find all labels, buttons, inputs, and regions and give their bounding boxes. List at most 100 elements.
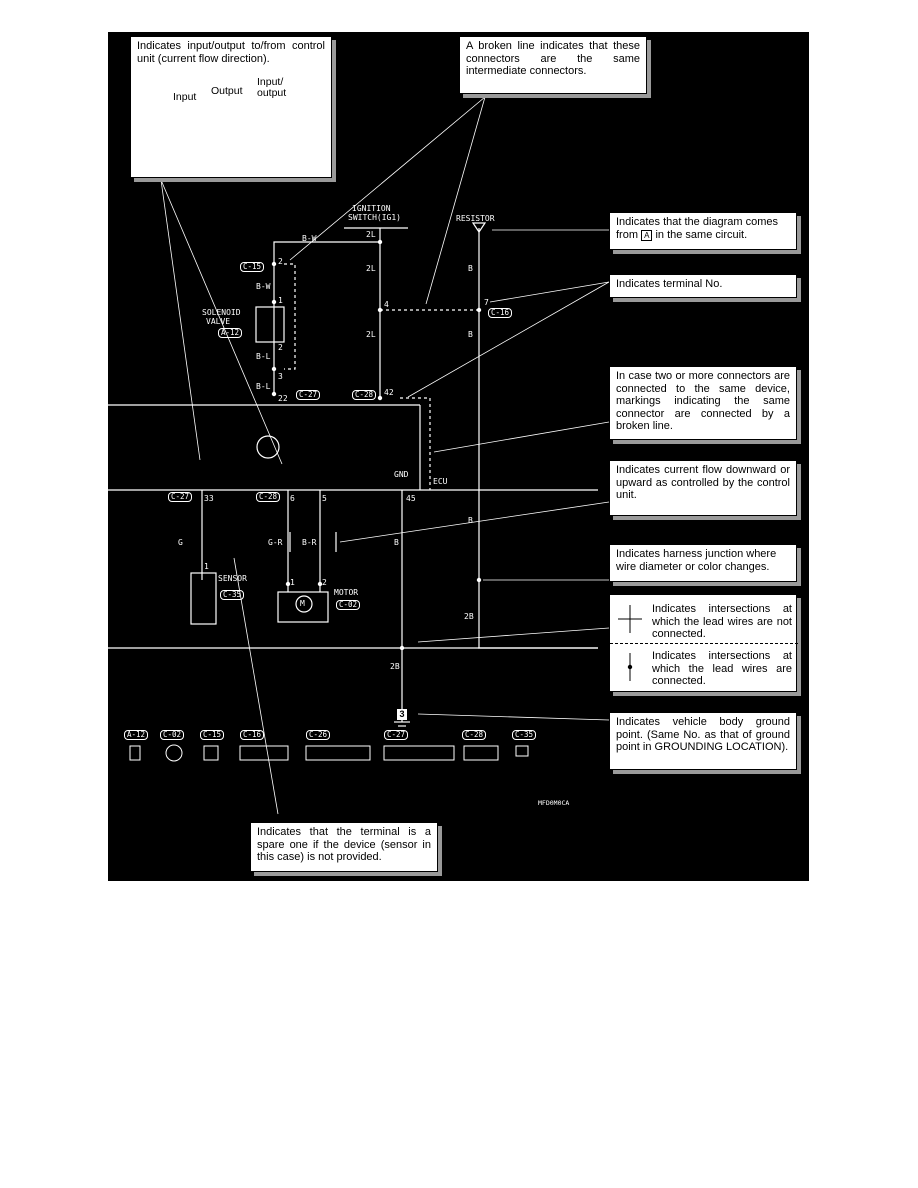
wire-label-bw-top: B-W [302,234,317,243]
callout-intersections: Indicates intersections at which the lea… [609,594,798,692]
terminal-ecu-42: 42 [384,388,394,397]
wire-label-2l-1: 2L [366,230,376,239]
legend-c28: C-28 [462,730,487,740]
intersection-divider [610,643,798,644]
connector-c02: C-02 [336,600,361,610]
callout-io: Indicates input/output to/from control u… [130,36,332,178]
leader-spare [233,557,279,815]
figure-code: MFD0M0CA [538,799,570,807]
dashed-c15 [284,263,296,370]
solenoid-label-2: VALVE [206,317,231,326]
wire-bw [273,241,380,394]
connected-text: Indicates intersections at which the lea… [652,650,792,687]
legend-c27: C-27 [384,730,409,740]
resistor-arrow [471,222,487,234]
terminal-33: 33 [204,494,214,503]
callout-current-flow: Indicates current flow downward or upwar… [609,460,797,516]
wire-label-gr: G-R [268,538,283,547]
terminal-int-7: 7 [484,298,489,307]
terminal-c15-2: 2 [278,257,283,266]
terminal-45: 45 [406,494,416,503]
ignition-label-1: IGNITION [352,204,391,213]
terminal-sol-2: 2 [278,343,283,352]
callout-terminal-no: Indicates terminal No. [609,274,797,298]
wire-label-bw-mid: B-W [256,282,271,291]
wire-label-2l-3: 2L [366,330,376,339]
legend-c16: C-16 [240,730,265,740]
connector-c28-bottom: C-28 [256,492,281,502]
callout-harness-junction: Indicates harness junction where wire di… [609,544,797,582]
legend-c35: C-35 [512,730,537,740]
wiring-lines [108,96,610,815]
terminal-6: 6 [290,494,295,503]
wire-label-bottom-2b: 2B [390,662,400,671]
legend-c15: C-15 [200,730,225,740]
sensor-label: SENSOR [218,574,247,583]
terminal-sensor-1: 1 [204,562,209,571]
callout-ground: Indicates vehicle body ground point. (Sa… [609,712,797,770]
leader-same-connector [433,421,610,453]
comes-from-symbol: A [641,229,653,241]
motor-box [277,591,329,623]
terminal-5: 5 [322,494,327,503]
wire-label-b-1: B [468,264,473,273]
leader-terminal-1 [489,281,610,303]
resistor-label: RESISTOR [456,214,495,223]
wiring-diagram: Indicates input/output to/from control u… [108,32,809,881]
callout-io-text: Indicates input/output to/from control u… [137,40,325,65]
callout-comes-from: Indicates that the diagram comes from A … [609,212,797,250]
legend-a12: A-12 [124,730,149,740]
wire-label-bl-1: B-L [256,352,271,361]
wire-label-br: B-R [302,538,317,547]
leader-intersection [417,627,610,643]
callout-spare: Indicates that the terminal is a spare o… [250,822,438,872]
wire-label-b-3: B [468,516,473,525]
leader-io-1 [160,179,201,461]
ecu-label: ECU [433,477,448,486]
leader-broken-1 [289,96,486,261]
legend-c02: C-02 [160,730,185,740]
leader-terminal-2 [407,281,610,398]
motor-symbol: M [300,599,305,608]
connector-c28-top: C-28 [352,390,377,400]
terminal-c15-3: 3 [278,372,283,381]
connector-a12: A-12 [218,328,243,338]
wire-label-g: G [178,538,183,547]
wire-label-2l-2: 2L [366,264,376,273]
terminal-int-4: 4 [384,300,389,309]
dashed-ecu [400,397,431,490]
solenoid-label-1: SOLENOID [202,308,241,317]
io-inout-label: Input/output [257,76,287,99]
motor-label: MOTOR [334,588,359,597]
connector-c27-bottom: C-27 [168,492,193,502]
motor-circle [295,595,313,613]
leader-io-2 [160,179,283,465]
ground-point-number: 3 [397,709,407,720]
sensor-box [190,572,217,625]
leader-current-flow [339,501,610,543]
terminal-motor-2: 2 [322,578,327,587]
terminal-sol-1: 1 [278,296,283,305]
leader-broken-2 [425,96,486,305]
wire-label-bl-2: B-L [256,382,271,391]
callout-same-connector: In case two or more connectors are conne… [609,366,797,440]
leader-ground [417,713,610,721]
ignition-label-2: SWITCH(IG1) [348,213,401,222]
io-input-label: Input [173,91,197,103]
terminal-motor-1: 1 [290,578,295,587]
connector-c15: C-15 [240,262,265,272]
legend-c26: C-26 [306,730,331,740]
connector-c35: C-35 [220,590,245,600]
not-connected-text: Indicates intersections at which the lea… [652,603,792,640]
wire-label-junction-2b: 2B [464,612,474,621]
wire-label-gnd-b: B [394,538,399,547]
connector-c27-top: C-27 [296,390,321,400]
solenoid-box [255,306,285,343]
connector-c16: C-16 [488,308,513,318]
callout-broken-line: A broken line indicates that these conne… [459,36,647,94]
gnd-label: GND [394,470,409,479]
io-output-label: Output [211,85,243,97]
wire-label-b-2: B [468,330,473,339]
terminal-ecu-22: 22 [278,394,288,403]
intersection-symbols [618,605,642,681]
